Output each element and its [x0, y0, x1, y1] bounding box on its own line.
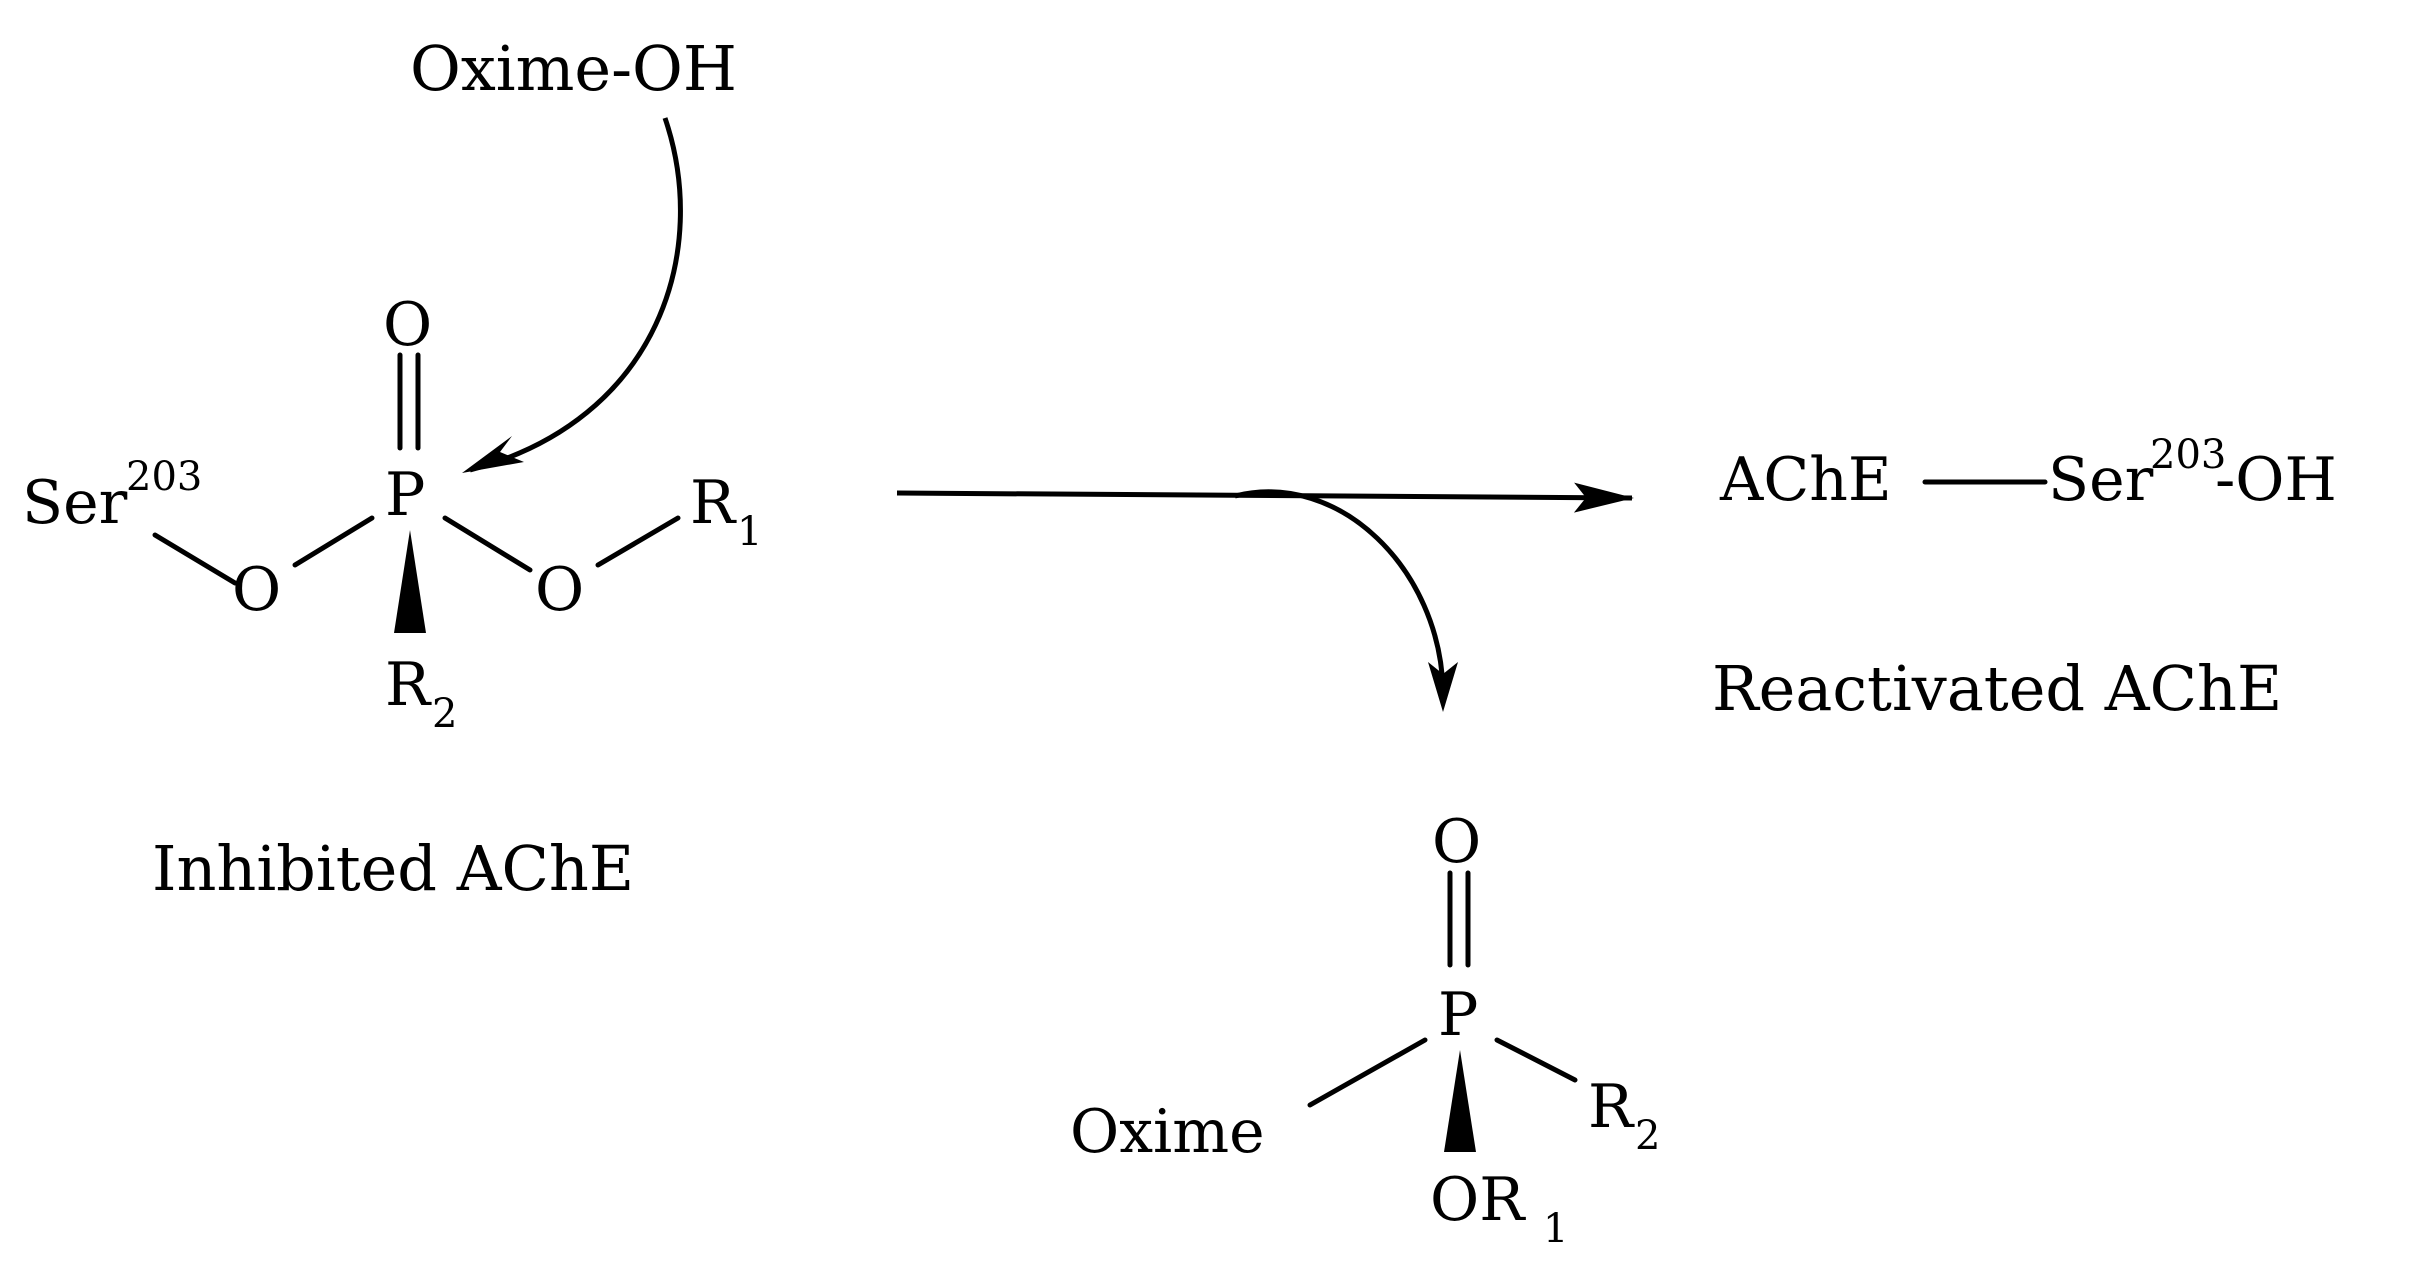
byproduct-o-carbonyl: O: [1432, 807, 1481, 877]
reactivated-ser-number: 203: [2150, 432, 2226, 478]
inhibited-o-left: O: [232, 555, 281, 625]
byproduct-or1-sub: 1: [1543, 1206, 1568, 1252]
branch-arrowhead: [1428, 662, 1458, 712]
byproduct-r2: R: [1588, 1072, 1635, 1142]
o-p-bond-left: [292, 515, 375, 568]
byproduct-oxime: Oxime: [1070, 1097, 1265, 1167]
inhibited-ser-number: 203: [126, 454, 202, 500]
inhibited-r1-sub: 1: [737, 509, 762, 555]
reactivated-caption: Reactivated AChE: [1712, 652, 2282, 725]
byproduct-p-atom: P: [1438, 980, 1478, 1050]
nucleophilic-attack-arrow: [469, 117, 683, 473]
reagent-label: Oxime-OH: [410, 32, 737, 105]
o-r1-bond: [595, 515, 681, 568]
byproduct-r2-sub: 2: [1635, 1113, 1660, 1159]
inhibited-caption: Inhibited AChE: [152, 832, 634, 905]
byproduct-branch-arrow: [1234, 489, 1446, 691]
reactivated-ser: Ser: [2048, 445, 2154, 515]
inhibited-o-right: O: [535, 555, 584, 625]
reactivated-ache: AChE: [1719, 445, 1892, 515]
inhibited-p-atom: P: [385, 460, 425, 530]
p-or1-wedge-bond: [1444, 1050, 1476, 1152]
p-o-bond-right: [442, 515, 533, 573]
ser-o-bond: [152, 532, 238, 586]
byproduct-or1: OR: [1430, 1165, 1526, 1235]
inhibited-r2: R: [385, 650, 432, 720]
p-r2-bond: [1494, 1037, 1578, 1083]
p-oxime-bond: [1307, 1037, 1428, 1108]
reactivated-oh: -OH: [2215, 445, 2337, 515]
p-r2-wedge-bond: [394, 530, 426, 633]
inhibited-ser: Ser: [22, 468, 128, 538]
inhibited-r2-sub: 2: [432, 691, 457, 737]
inhibited-r1: R: [690, 468, 737, 538]
main-reaction-arrow: [896, 482, 1634, 513]
inhibited-o-carbonyl: O: [383, 290, 432, 360]
attack-arrowhead: [462, 436, 524, 473]
